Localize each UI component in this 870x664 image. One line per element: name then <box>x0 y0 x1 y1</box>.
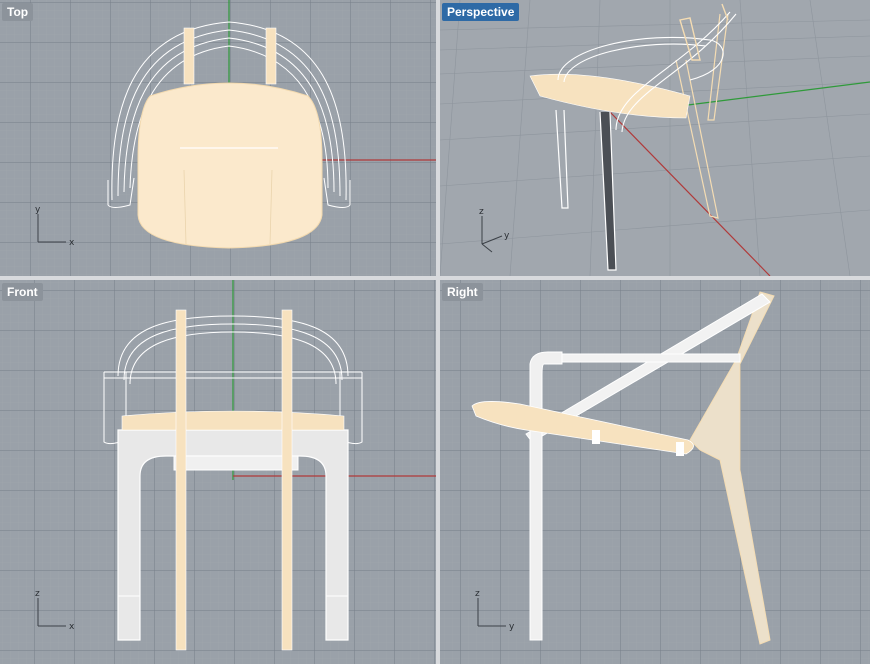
back-post-left <box>183 27 195 85</box>
chair-legs <box>555 13 729 271</box>
seat-edge <box>121 410 345 431</box>
viewport-top[interactable]: x y Top <box>0 0 436 276</box>
front-legs <box>117 429 349 641</box>
front-view-canvas[interactable]: x z <box>0 280 436 664</box>
viewport-title[interactable]: Top <box>2 3 34 21</box>
seat <box>471 401 694 455</box>
axis-label-h: y <box>504 231 510 241</box>
back-posts <box>679 3 729 61</box>
axis-label-v: z <box>479 207 484 217</box>
viewport-title[interactable]: Perspective <box>442 3 520 21</box>
seat-bracket-rear <box>676 442 684 456</box>
front-leg <box>529 351 563 641</box>
back-post-left <box>175 309 187 651</box>
perspective-view-canvas[interactable]: y z <box>440 0 870 276</box>
axis-triad <box>37 598 66 627</box>
axis-triad <box>37 214 66 243</box>
axis-label-h: x <box>69 622 75 632</box>
y-axis-line <box>679 81 870 107</box>
armrest-frame <box>107 21 351 208</box>
viewport-title[interactable]: Right <box>442 283 483 301</box>
axis-triad <box>477 598 506 627</box>
rear-frame <box>689 291 775 645</box>
right-view-canvas[interactable]: y z <box>440 280 870 664</box>
back-post-right <box>281 309 293 651</box>
viewport-right[interactable]: y z Right <box>440 280 870 664</box>
x-axis-line <box>609 111 771 276</box>
seat <box>137 82 323 249</box>
top-view-canvas[interactable]: x y <box>0 0 436 276</box>
back-post-right <box>265 27 277 85</box>
viewport-title[interactable]: Front <box>2 283 43 301</box>
axis-label-v: z <box>475 589 480 599</box>
axis-label-h: y <box>509 622 515 632</box>
top-rail <box>559 353 741 363</box>
seat-bracket-front <box>592 430 600 444</box>
seat <box>529 73 691 119</box>
apron-rail <box>173 455 299 471</box>
axis-label-h: x <box>69 238 75 248</box>
axis-label-v: y <box>35 205 41 215</box>
axis-triad <box>481 216 503 253</box>
seat-seam-right <box>269 169 273 245</box>
seat-seam-left <box>183 169 187 245</box>
axis-label-v: z <box>35 589 40 599</box>
viewport-front[interactable]: x z Front <box>0 280 436 664</box>
viewport-perspective[interactable]: y z Perspective <box>440 0 870 276</box>
